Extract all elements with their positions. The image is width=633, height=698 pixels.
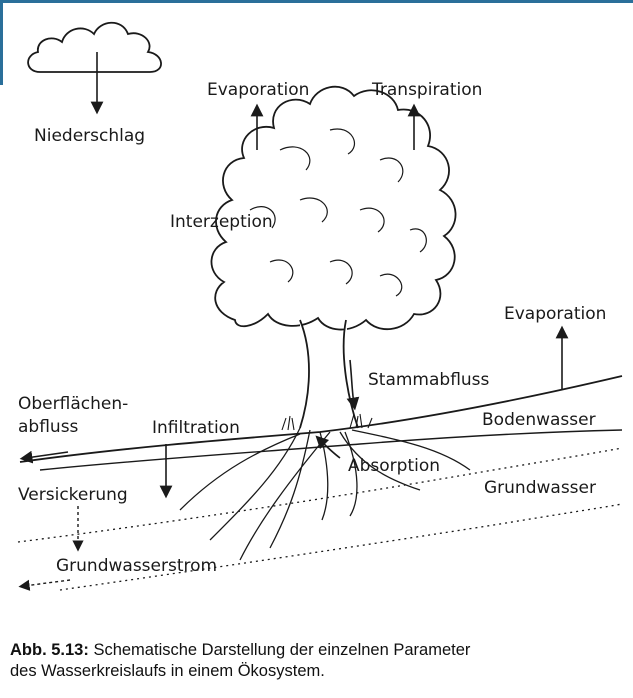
label-oberflaechenabfluss-1: Oberflächen- xyxy=(18,394,129,414)
label-evaporation-ground: Evaporation xyxy=(504,304,607,324)
label-versickerung: Versickerung xyxy=(18,485,128,505)
groundwater-line-lower xyxy=(59,503,623,591)
soil-layer-line xyxy=(39,429,623,471)
caption-text-2: des Wasserkreislaufs in einem Ökosystem. xyxy=(10,662,325,680)
groundwater-flow-arrow xyxy=(18,579,71,591)
label-grundwasser: Grundwasser xyxy=(484,478,596,498)
grass xyxy=(281,413,373,431)
label-infiltration: Infiltration xyxy=(152,418,240,438)
absorption-arrow xyxy=(315,435,341,459)
tree-trunk xyxy=(299,319,359,429)
label-evaporation-tree: Evaporation xyxy=(207,80,310,100)
stemflow-arrow xyxy=(346,359,360,411)
caption-line-1: Abb. 5.13: Schematische Darstellung der … xyxy=(10,640,630,661)
figure-caption: Abb. 5.13: Schematische Darstellung der … xyxy=(10,640,630,682)
label-absorption: Absorption xyxy=(348,456,441,476)
label-bodenwasser: Bodenwasser xyxy=(482,410,596,430)
caption-number: Abb. 5.13: xyxy=(10,641,89,659)
label-grundwasserstrom: Grundwasserstrom xyxy=(56,556,218,576)
tree-crown-detail xyxy=(249,128,427,297)
cloud-icon xyxy=(27,21,162,73)
label-transpiration: Transpiration xyxy=(372,80,483,100)
page-left-border xyxy=(0,0,3,85)
tree-crown xyxy=(210,85,457,331)
tree-roots xyxy=(179,427,471,561)
label-oberflaechenabfluss-2: abfluss xyxy=(18,417,79,437)
label-niederschlag: Niederschlag xyxy=(34,126,146,146)
surface-runoff-arrow xyxy=(19,450,69,464)
caption-text-1: Schematische Darstellung der einzelnen P… xyxy=(93,641,471,659)
label-stammabfluss: Stammabfluss xyxy=(368,370,490,390)
page-top-border xyxy=(0,0,633,3)
groundwater-line xyxy=(17,447,623,543)
label-interzeption: Interzeption xyxy=(170,212,273,232)
